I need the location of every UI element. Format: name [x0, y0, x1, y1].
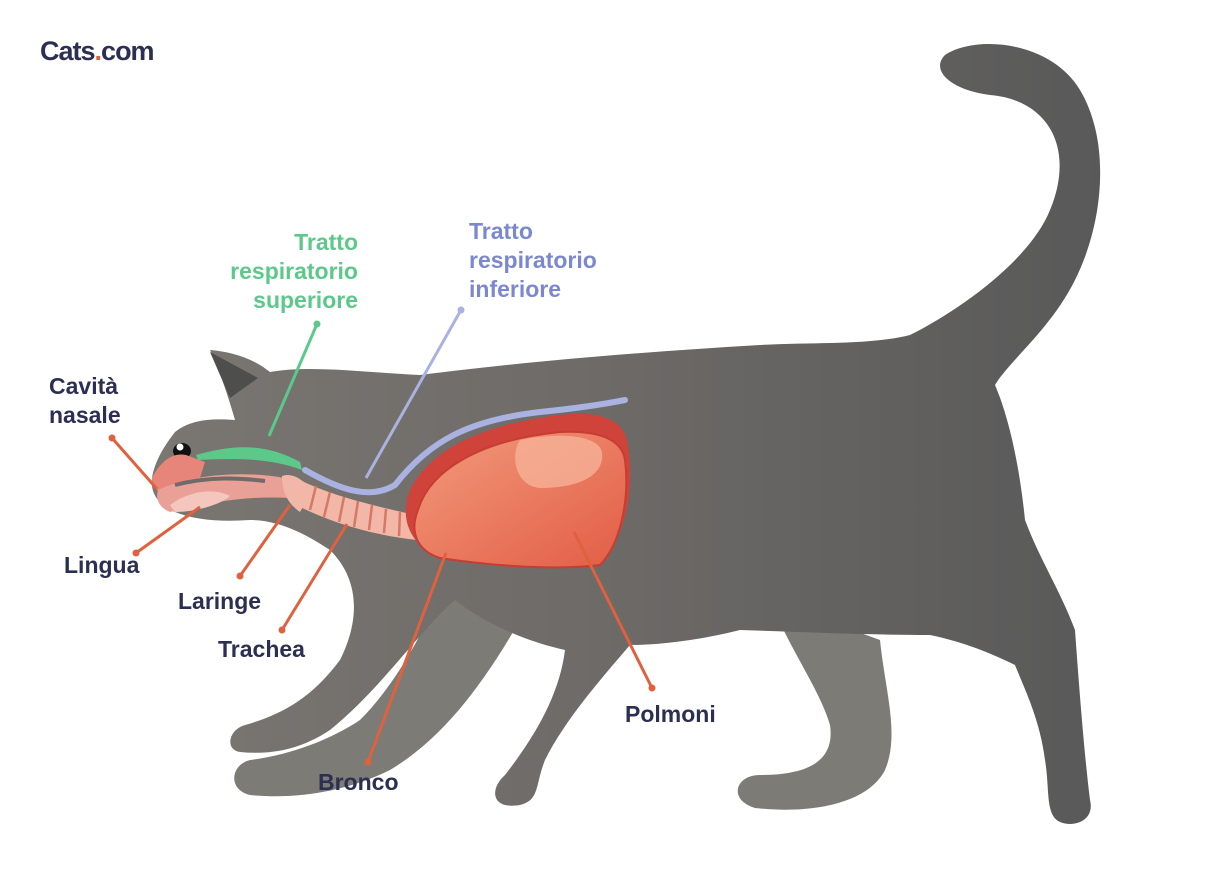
cat-far-legs	[234, 560, 892, 810]
nasal-cavity	[152, 454, 205, 493]
leader-upper-tract	[267, 323, 319, 437]
trachea	[296, 480, 418, 540]
leader-larynx	[238, 504, 292, 577]
leader-lungs	[572, 531, 654, 689]
leader-tongue	[135, 505, 201, 555]
label-larynx: Laringe	[178, 588, 262, 614]
leader-bronchus	[366, 552, 448, 763]
cat-ear	[210, 352, 258, 398]
upper-tract-path	[196, 447, 302, 470]
cats-com-logo: Cats.com	[40, 36, 155, 66]
leader-trachea	[280, 523, 349, 631]
label-upper-respiratory-tract: Tratto respiratorio superiore	[230, 229, 358, 313]
leader-lines	[110, 309, 654, 763]
label-bronchus: Bronco	[318, 769, 399, 795]
label-lower-respiratory-tract: Tratto respiratorio inferiore	[469, 218, 597, 302]
leader-nasal-cavity	[110, 437, 159, 490]
lower-tract-path	[302, 397, 628, 496]
palate	[174, 476, 266, 487]
label-tongue: Lingua	[64, 552, 140, 578]
tongue	[170, 491, 230, 512]
label-nasal-cavity: Cavità nasale	[49, 373, 121, 428]
cat-body	[151, 44, 1101, 824]
leader-lower-tract	[364, 309, 463, 479]
label-trachea: Trachea	[218, 636, 305, 662]
label-lungs: Polmoni	[625, 701, 716, 727]
lung-highlight	[515, 435, 603, 488]
leader-dots	[108, 306, 656, 766]
